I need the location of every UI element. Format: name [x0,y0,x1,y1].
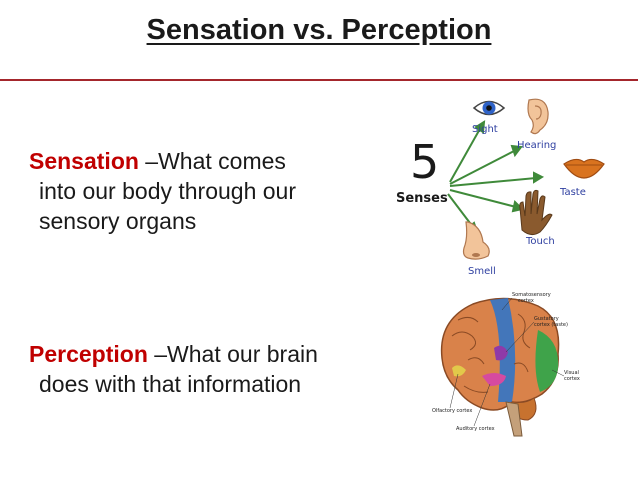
eye-icon [472,100,506,116]
gustatory-region [494,345,508,361]
label-smell: Smell [468,266,496,277]
perception-first-line: Perception –What our brain [29,339,399,369]
brain-label-leaders [449,297,565,427]
lips-icon [563,158,605,179]
sensation-line2: into our body through our [39,178,297,204]
perception-line2: does with that information [39,371,302,397]
sensation-line3: sensory organs [39,208,197,234]
arrowhead-hearing [510,144,523,158]
nose-icon [462,221,490,260]
brain-stem-shape [505,401,523,437]
title-divider [0,79,638,81]
olfactory-region [452,365,466,377]
label-hearing: Hearing [517,140,556,151]
arrow-smell [447,193,474,228]
label-gustatory: Gustatory [534,316,559,322]
senses-caption: Senses [396,191,448,206]
hand-icon [519,189,553,236]
slide-title: Sensation vs. Perception [146,14,492,46]
sensation-definition: Sensation –What comes into our body thro… [29,146,399,236]
label-touch: Touch [525,236,555,247]
label-visual-2: cortex [564,376,580,382]
label-olfactory: Olfactory cortex [432,408,472,414]
ear-icon [527,98,549,135]
arrow-taste [449,177,537,187]
sensation-line1: –What comes [138,148,286,174]
label-auditory: Auditory cortex [456,426,495,432]
arrow-touch [449,189,517,208]
five-senses-diagram: 5 Senses Sight Hearing Taste Touch Smell [396,98,605,277]
brain-folds [451,313,531,393]
sensation-first-line: Sensation –What comes [29,146,399,176]
arrow-hearing [449,149,517,185]
auditory-region [482,373,506,386]
senses-number: 5 [410,135,439,189]
arrow-sight [449,126,482,183]
perception-definition: Perception –What our brain does with tha… [29,339,399,399]
arrowhead-sight [474,120,486,134]
label-somatosensory: Somatosensory [512,292,551,298]
label-sight: Sight [472,124,498,135]
label-taste: Taste [559,187,586,198]
perception-term: Perception [29,341,148,367]
brain-diagram: Somatosensory cortex Gustatory cortex (t… [432,292,580,437]
label-somatosensory-2: cortex [518,298,534,304]
sensation-term: Sensation [29,148,139,174]
label-visual: Visual [564,370,579,376]
label-gustatory-2: cortex (taste) [534,322,568,328]
visual-region [535,330,559,392]
perception-line1: –What our brain [147,341,318,367]
arrowhead-taste [533,171,545,184]
